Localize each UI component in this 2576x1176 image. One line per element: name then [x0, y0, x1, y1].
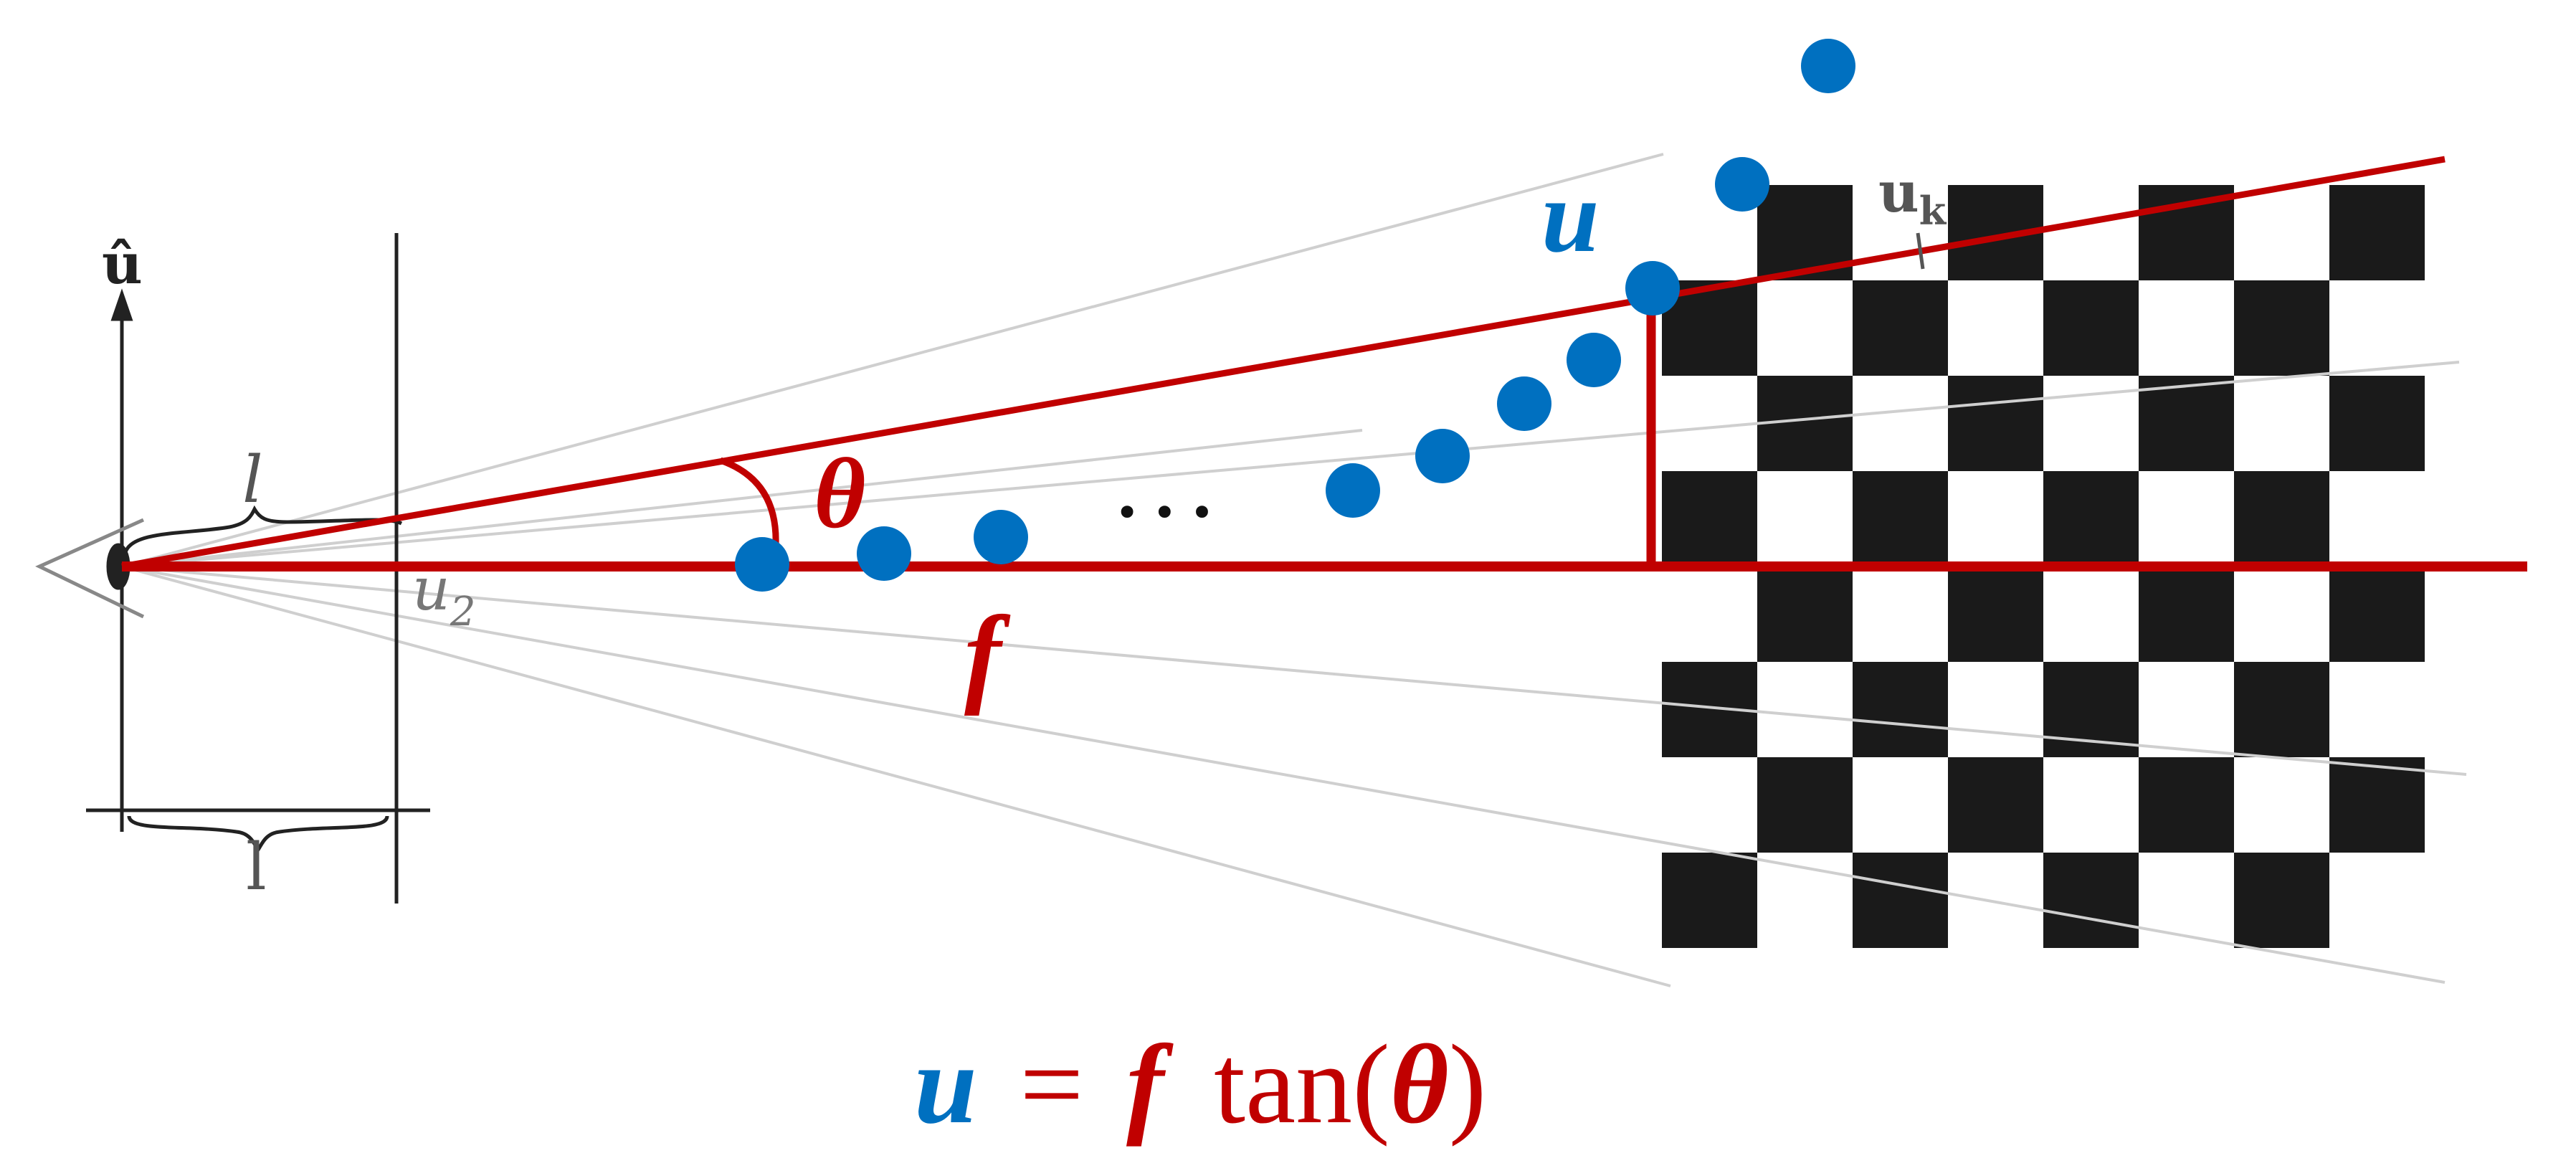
u2-main: u [412, 556, 450, 624]
dot [1625, 261, 1680, 316]
gray-ray [121, 361, 2460, 568]
arrow-head [110, 288, 133, 321]
blue-dots [735, 39, 1855, 592]
uk-subscript: k [1919, 188, 1947, 234]
checker-square [1948, 376, 2043, 471]
checker-square [2139, 566, 2234, 662]
checker-square [2043, 471, 2139, 566]
checker-square [2329, 757, 2425, 853]
checker-square [2043, 853, 2139, 948]
checker-square [1662, 853, 1757, 948]
checker-square [1757, 566, 1853, 662]
checker-square [2043, 280, 2139, 376]
u-hat-label: û [102, 232, 143, 297]
lens-cone [35, 518, 145, 619]
checker-square [2329, 185, 2425, 280]
equation-theta: θ [1390, 1022, 1449, 1147]
dot [1326, 463, 1380, 518]
ellipsis: ••• [1115, 488, 1227, 537]
checker-square [2329, 566, 2425, 662]
uk-tick [1916, 232, 1925, 270]
dot [857, 526, 911, 581]
dot [1715, 157, 1769, 212]
uk-main: u [1878, 160, 1919, 225]
equation-f: f [1126, 1022, 1174, 1147]
checker-square [1757, 757, 1853, 853]
red-geometry [121, 156, 2527, 572]
checkerboard [1662, 185, 2425, 948]
gray-ray [121, 153, 1664, 568]
checker-square [2329, 376, 2425, 471]
f-label: f [964, 593, 1011, 716]
checker-square [1948, 757, 2043, 853]
gray-ray [121, 565, 1671, 987]
equation: u = f tan(θ) [914, 1022, 1486, 1147]
uk-label: uk [1878, 160, 1947, 234]
u2-subscript: 2 [450, 589, 476, 635]
gray-ray [121, 429, 1363, 568]
checker-square [1853, 853, 1948, 948]
dot [1497, 376, 1551, 431]
dot [735, 537, 789, 592]
checker-square [2234, 853, 2329, 948]
u2-label: u2 [412, 556, 475, 635]
checker-square [1853, 662, 1948, 757]
equation-lhs: u [914, 1022, 977, 1147]
l-italic-label: l [242, 442, 263, 518]
checker-square [1662, 471, 1757, 566]
projection-ray [121, 156, 2446, 570]
equation-fn: tan( [1214, 1022, 1390, 1147]
equation-close: ) [1449, 1022, 1487, 1147]
lower-brace [127, 815, 389, 853]
equation-equals: = [1020, 1022, 1083, 1147]
dot [974, 510, 1028, 564]
checker-square [1853, 471, 1948, 566]
theta-label: θ [814, 438, 866, 549]
theta-arc [719, 457, 779, 546]
u-label: u [1541, 159, 1600, 274]
dot [1801, 39, 1855, 93]
checker-square [2234, 471, 2329, 566]
dot [1567, 333, 1621, 387]
checker-square [2234, 280, 2329, 376]
checker-square [2139, 757, 2234, 853]
gray-rays [121, 153, 2467, 987]
checker-square [2139, 376, 2234, 471]
checker-square [1948, 566, 2043, 662]
upper-brace [123, 505, 403, 554]
dot [1415, 429, 1470, 483]
camera-sketch [35, 233, 430, 904]
checker-square [2234, 662, 2329, 757]
checker-square [1853, 280, 1948, 376]
gray-ray [121, 565, 2467, 776]
gray-ray [121, 565, 2446, 984]
l-upright-label: l [246, 830, 267, 905]
